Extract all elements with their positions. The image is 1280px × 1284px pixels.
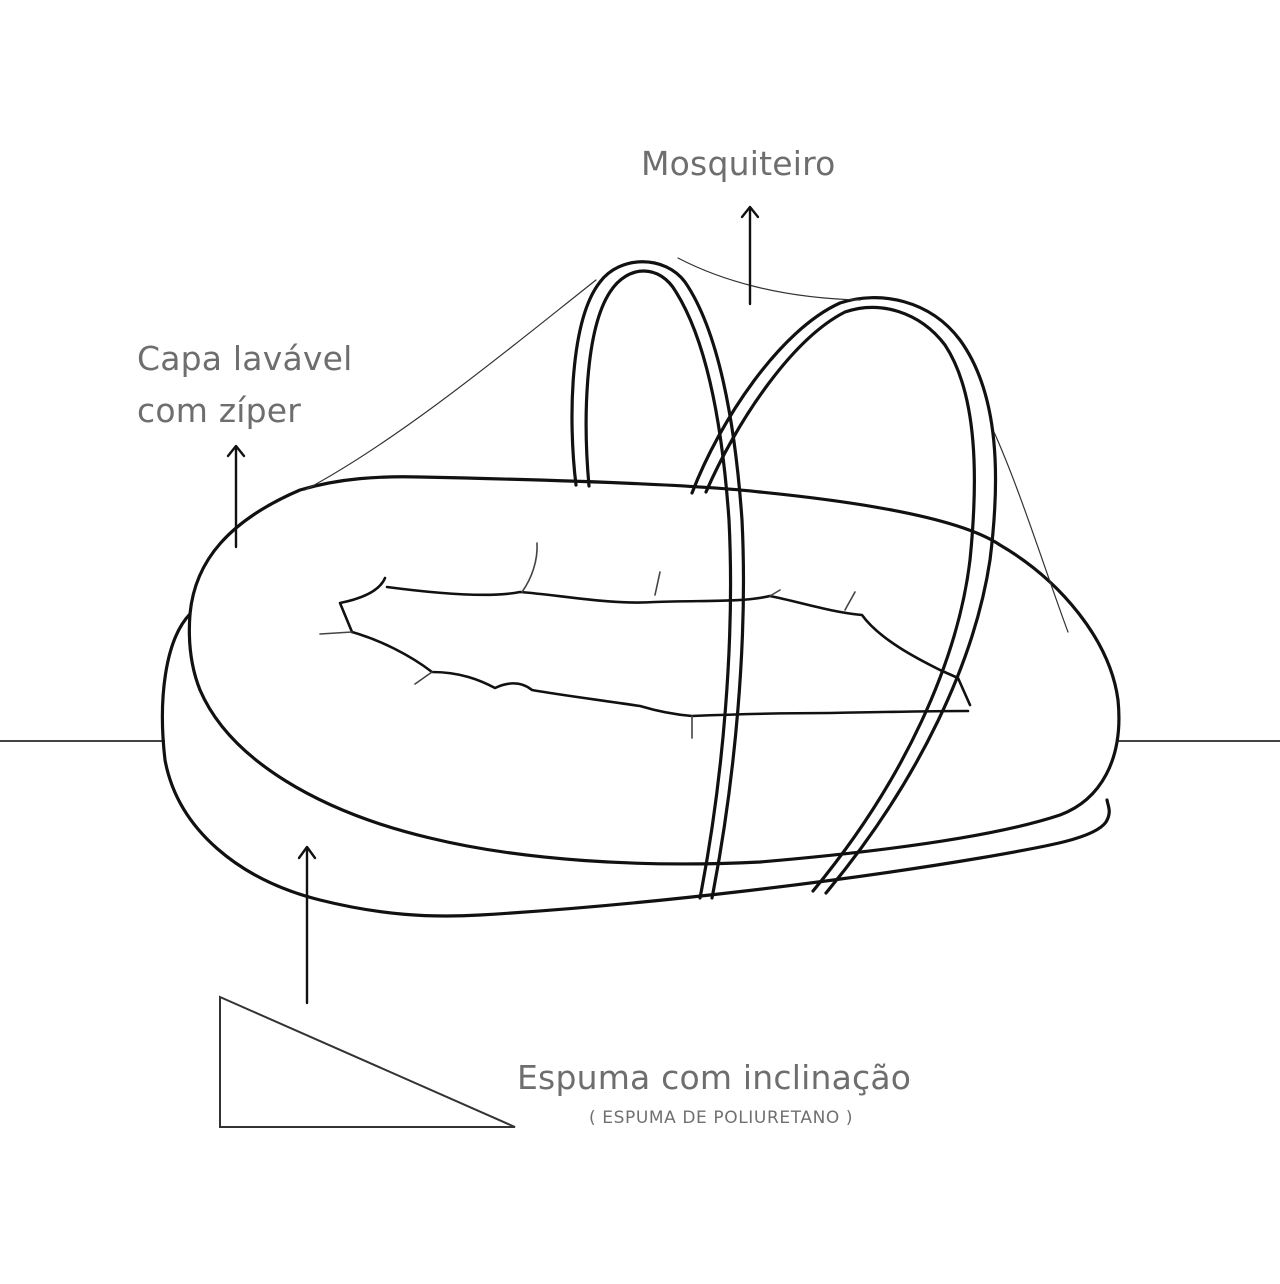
washable-cover-outline: [187, 475, 1121, 866]
mosquito-net-hoop-right: [690, 296, 998, 895]
foam-base-outline: [160, 612, 1111, 918]
label-washable-cover: Capa lavável com zíper: [137, 333, 352, 437]
wedge-triangle-icon: [219, 995, 516, 1128]
label-washable-cover-line2: com zíper: [137, 391, 302, 430]
label-mosquito-net: Mosquiteiro: [641, 144, 836, 183]
mosquito-net-fabric: [304, 257, 1069, 633]
label-foam-material: ( ESPUMA DE POLIURETANO ): [589, 1108, 854, 1128]
arrow-up-icon: [297, 845, 317, 1005]
label-inclined-foam: Espuma com inclinação: [517, 1058, 912, 1097]
nest-inner-opening: [319, 542, 972, 739]
label-washable-cover-line1: Capa lavável: [137, 339, 353, 378]
arrow-up-icon: [740, 205, 760, 306]
mosquito-net-hoop-left: [570, 260, 746, 900]
arrow-up-icon: [226, 444, 246, 549]
